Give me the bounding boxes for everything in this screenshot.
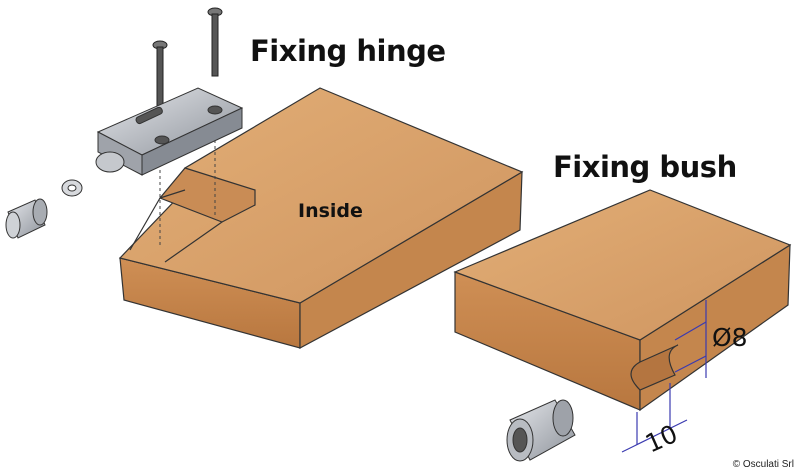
hinge-plate	[95, 87, 244, 176]
hinge-board	[118, 87, 524, 350]
screws	[152, 7, 223, 245]
washer-and-bushes	[5, 179, 576, 462]
diameter-dimension: Ø8	[712, 323, 748, 352]
bush-board	[453, 189, 792, 412]
copyright-notice: © Osculati Srl	[732, 459, 794, 470]
fixing-hinge-title: Fixing hinge	[250, 34, 446, 68]
inside-label: Inside	[298, 200, 363, 222]
dimension-lines	[621, 300, 707, 453]
fixing-bush-title: Fixing bush	[553, 150, 737, 184]
